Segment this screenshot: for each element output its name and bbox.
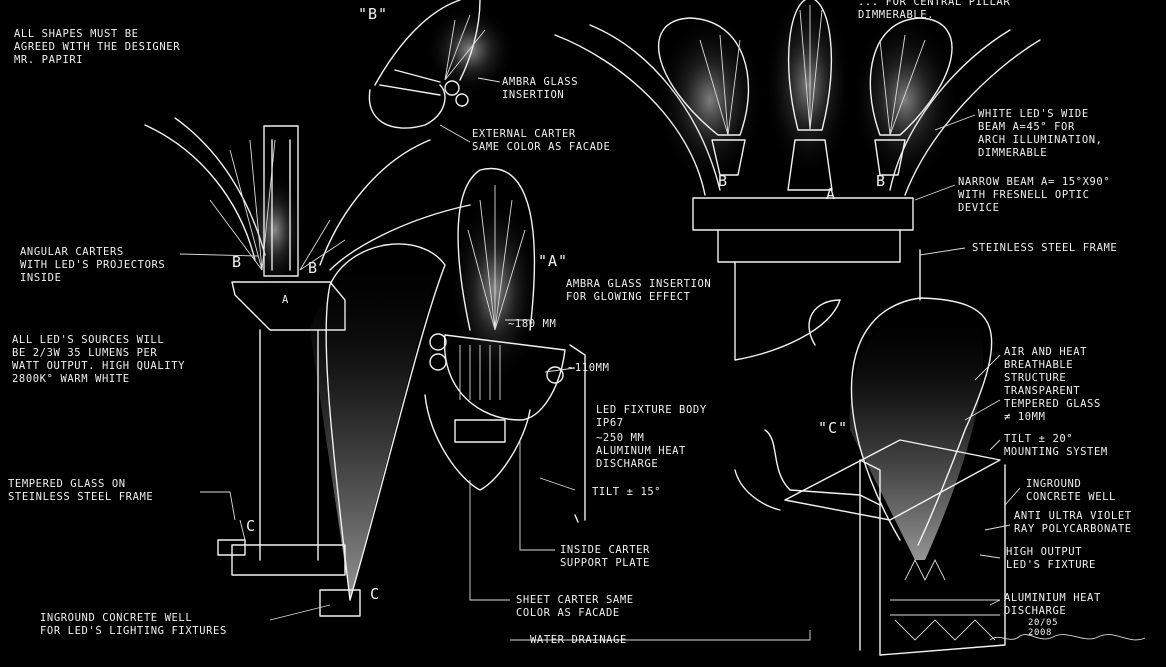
- callout-white-leds: White LED's wide beam α=45° for arch ill…: [978, 108, 1103, 159]
- callout-ambra-glass-a: Ambra glass insertion for glowing effect: [566, 278, 712, 303]
- note-led-sources: All LED's sources will be 2/3W 35 lumens…: [12, 334, 186, 385]
- callout-steinless-frame: Steinless steel frame: [972, 242, 1118, 254]
- note-designer: All shapes must be agreed with the desig…: [14, 28, 181, 66]
- callout-transparent-glass: Transparent tempered glass ≠ 10mm: [1004, 385, 1101, 423]
- callout-tilt-15: Tilt ± 15°: [592, 486, 662, 498]
- callout-ambra-glass-b: Ambra glass insertion: [502, 76, 579, 101]
- view-label-c: "C": [818, 419, 849, 437]
- callout-tempered-glass-left: Tempered glass on steinless steel frame: [8, 478, 154, 503]
- letter-b-pillar-left: B: [232, 253, 243, 271]
- callout-narrow-beam: Narrow beam α= 15°x90° with Fresnell opt…: [958, 176, 1111, 214]
- callout-inside-carter: Inside carter support plate: [560, 544, 650, 569]
- detail-b-sketch: [368, 0, 515, 129]
- letter-c-pillar-left: C: [246, 517, 257, 535]
- callout-water-drainage: Water drainage: [530, 634, 627, 646]
- dimension-110mm: ~110mm: [568, 362, 610, 374]
- callout-fixture-body: LED fixture body IP67: [596, 404, 707, 429]
- view-label-a: "A": [538, 252, 569, 270]
- letter-a-arch: A: [826, 185, 837, 203]
- view-label-b: "B": [358, 5, 389, 23]
- letter-c-pillar-right: C: [370, 585, 381, 603]
- callout-external-carter: External carter same color as facade: [472, 128, 611, 153]
- detail-a-sketch: [424, 167, 586, 523]
- letter-b-pillar-right: B: [308, 259, 319, 277]
- callout-high-output: High output LED's fixture: [1006, 546, 1096, 571]
- callout-angular-carters: Angular carters with LED's projectors in…: [20, 246, 166, 284]
- signature-date: 20/05 2008: [1028, 618, 1059, 638]
- letter-b-arch-left: B: [718, 172, 729, 190]
- callout-tilt-20: Tilt ± 20° mounting system: [1004, 433, 1108, 458]
- callout-central-pillar: ... for central pillar dimmerable.: [858, 0, 1011, 21]
- detail-c-sketch: [734, 249, 1006, 656]
- callout-inground-well-right: Inground concrete well: [1026, 478, 1116, 503]
- letter-a-pillar: A: [282, 294, 289, 306]
- callout-aluminium-heat: Aluminium heat discharge: [1004, 592, 1101, 617]
- letter-b-arch-right: B: [876, 172, 887, 190]
- callout-air-heat: Air and heat breathable structure: [1004, 346, 1088, 384]
- callout-dim-250-heat: ~250 mm Aluminum heat discharge: [596, 432, 686, 470]
- callout-anti-uv: Anti ultra violet ray polycarbonate: [1014, 510, 1132, 535]
- callout-sheet-carter: Sheet carter same color as facade: [516, 594, 634, 619]
- arch-sketch: [554, 0, 1041, 361]
- pillar-sketch: [144, 117, 471, 617]
- dimension-180mm: ~180 mm: [508, 318, 557, 330]
- leader-lines: [179, 77, 1021, 641]
- callout-inground-well-left: Inground concrete well for LED's lightin…: [40, 612, 227, 637]
- designer-signature: [989, 634, 1146, 641]
